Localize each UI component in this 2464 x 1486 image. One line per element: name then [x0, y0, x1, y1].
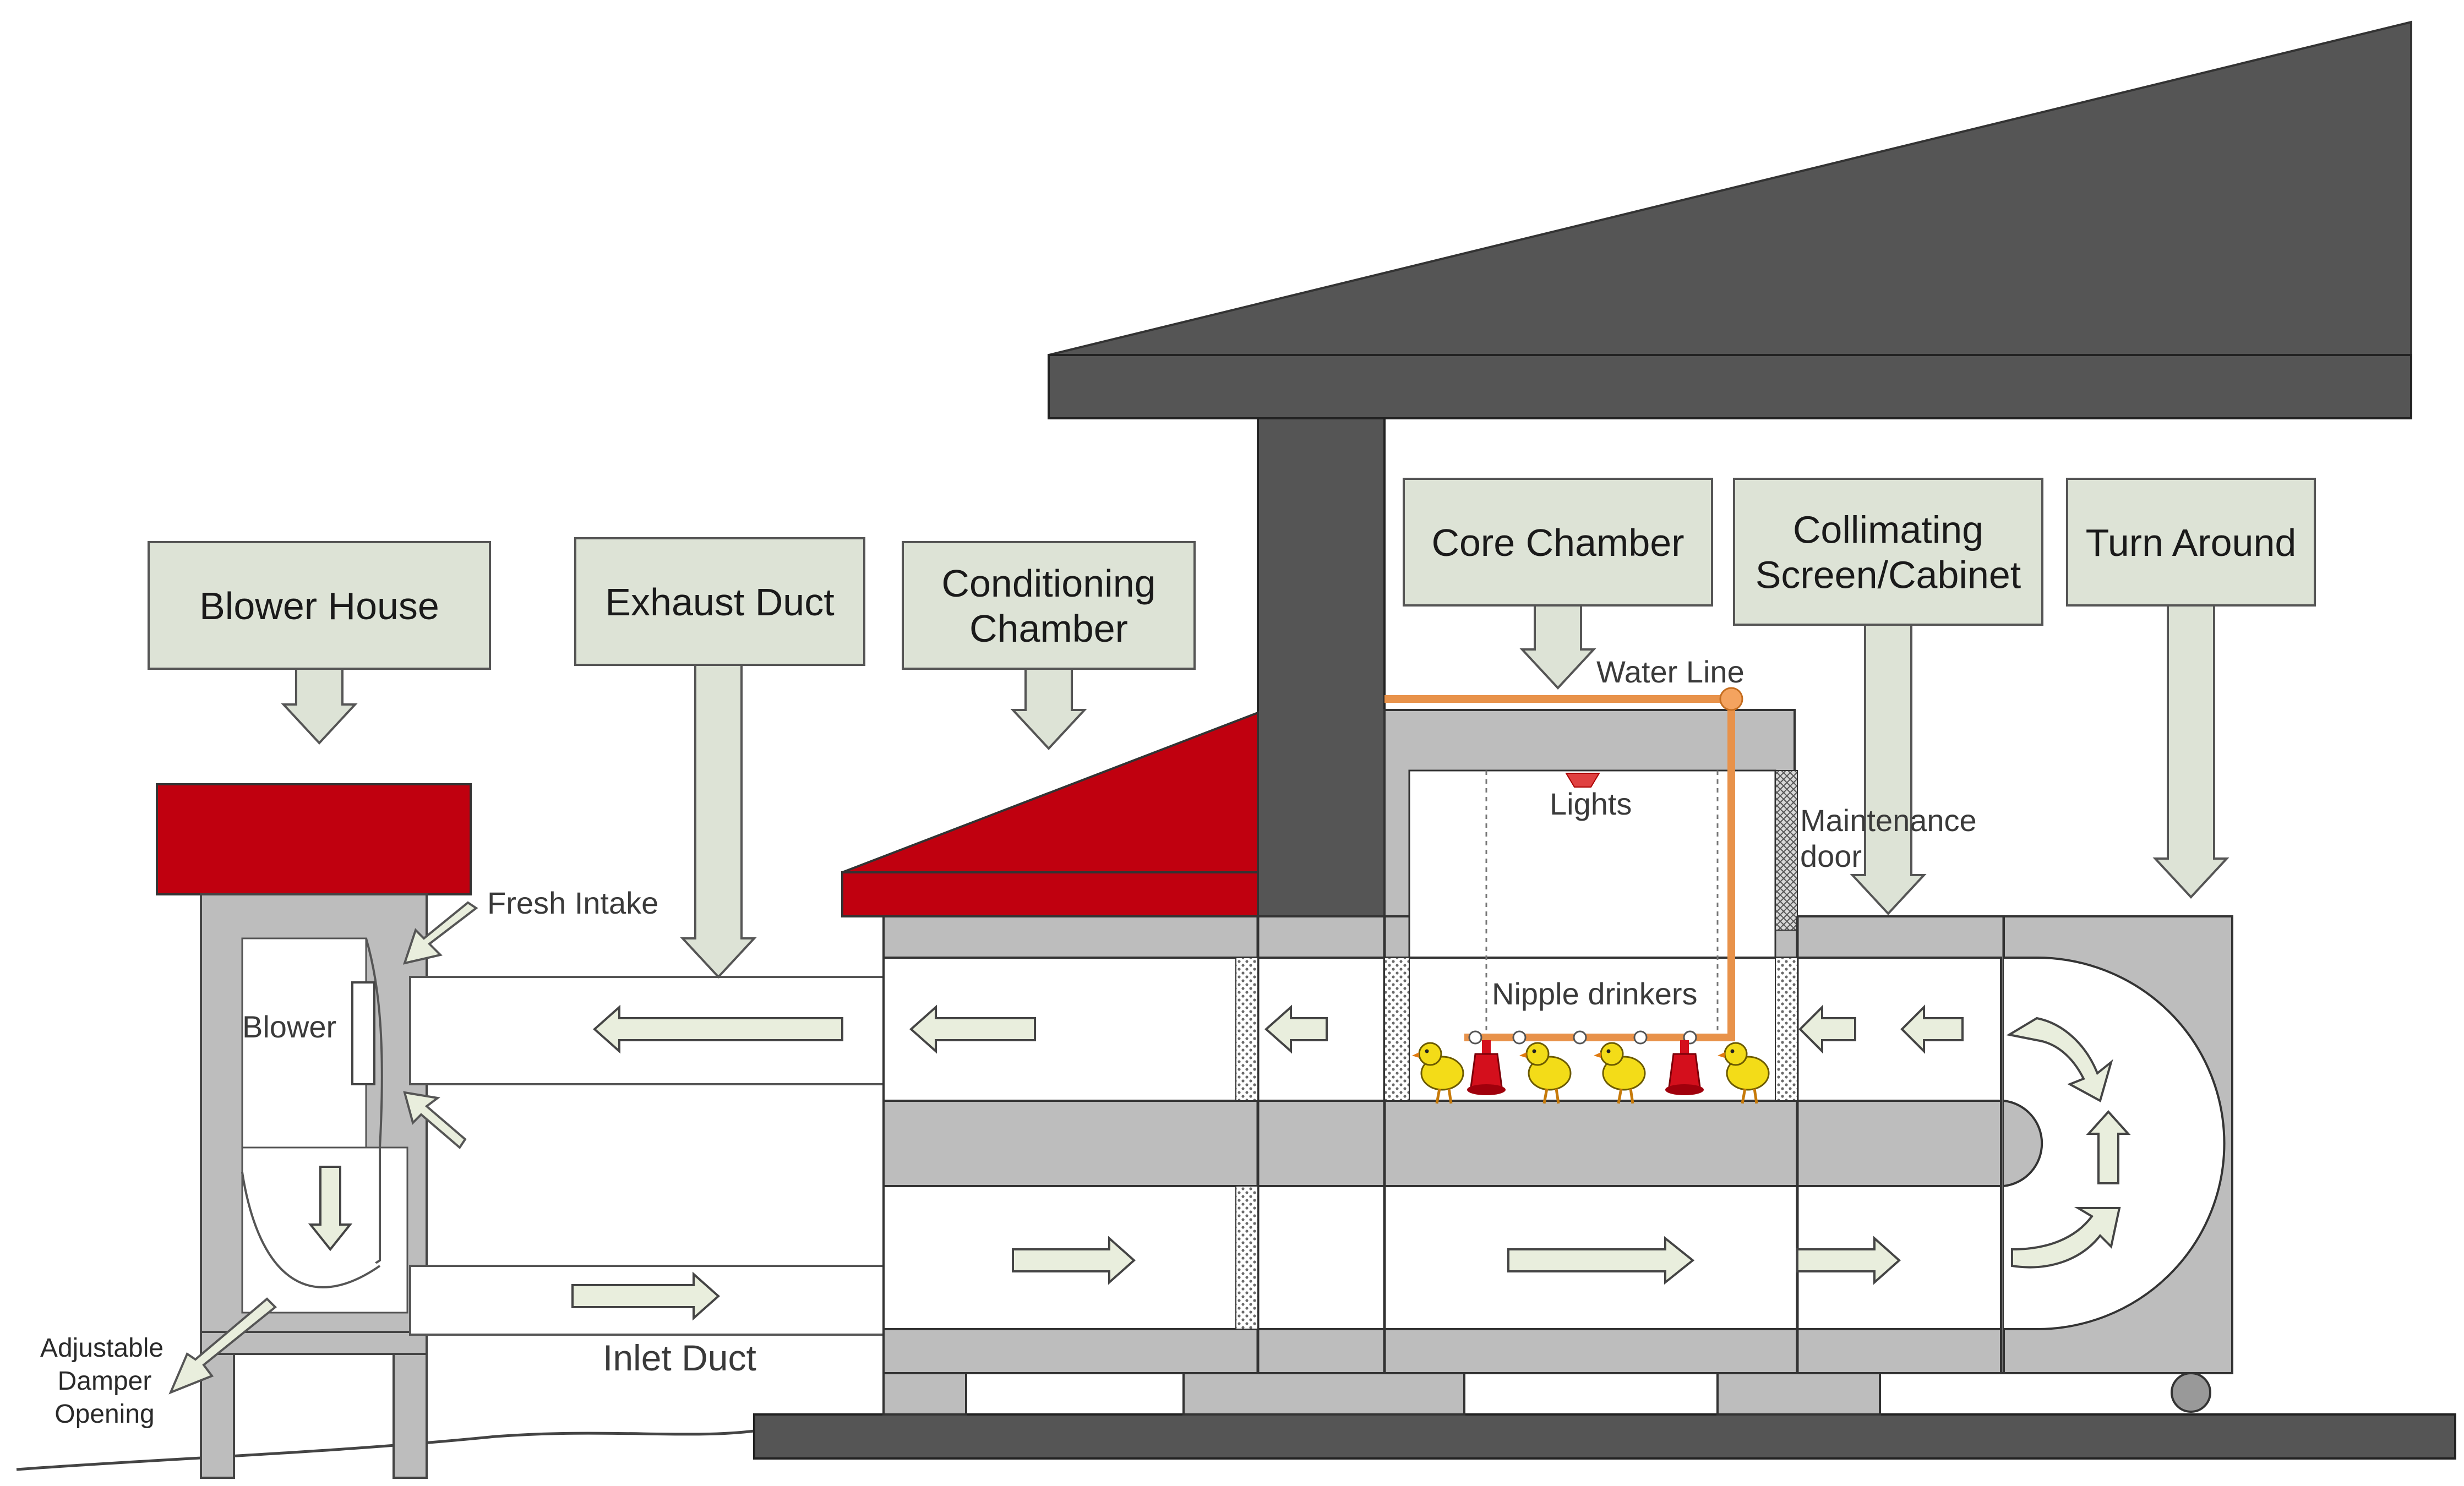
chick-icon-4 — [1718, 1042, 1770, 1104]
callout-exhaust-duct-text-1: Exhaust Duct — [605, 581, 834, 624]
callout-conditioning-chamber-text-1: Conditioning — [941, 562, 1155, 605]
blower-down-arrow — [308, 1166, 353, 1252]
nipple-node-4 — [1633, 1030, 1648, 1045]
footing-1 — [882, 1372, 967, 1416]
nipple-node-2 — [1512, 1030, 1527, 1045]
damper-label-1: Adjustable — [40, 1334, 163, 1363]
maintenance-door-mesh — [1775, 770, 1798, 931]
collimating-lower-arrow — [1796, 1236, 1901, 1285]
collimating-upper-arrow-1 — [1798, 1004, 1856, 1054]
bottom-strip — [882, 1328, 2002, 1374]
callout-turn-around-arrow — [2152, 604, 2229, 899]
turn-around-wheel — [2171, 1372, 2211, 1413]
screen-3-upper — [1775, 957, 1798, 1101]
chick-icon-1 — [1412, 1042, 1464, 1104]
nipple-node-1 — [1468, 1030, 1482, 1045]
callout-exhaust-duct: Exhaust Duct — [574, 537, 865, 979]
screen-1-upper — [1235, 957, 1258, 1101]
turn-around-up-arrow — [2086, 1110, 2131, 1184]
callout-turn-around: Turn Around — [2066, 478, 2316, 899]
blower-house-interior — [241, 937, 367, 1149]
turn-around-bottom-arrow — [2011, 1207, 2121, 1269]
fresh-intake-arrows — [402, 901, 478, 1149]
exhaust-duct-arrow — [592, 1004, 843, 1054]
blower-house-roof — [156, 783, 472, 895]
blower-house-leg-right — [393, 1347, 428, 1479]
callout-turn-around-box — [2066, 478, 2316, 607]
floor-slab — [753, 1413, 2456, 1460]
callout-conditioning-chamber-arrow — [1010, 668, 1087, 750]
lights-label: Lights — [1550, 786, 1632, 821]
callout-collimating-screen-cabinet-text-1: Collimating — [1793, 509, 1983, 551]
callout-blower-house-text-1: Blower House — [199, 584, 439, 627]
drinker-icon-1 — [1467, 1040, 1506, 1095]
conditioning-roof-base — [841, 871, 1259, 917]
callout-collimating-screen-cabinet-text-2: Screen/Cabinet — [1756, 554, 2021, 597]
callout-collimating-screen-cabinet-box — [1733, 478, 2043, 626]
collimating-upper-arrow-2 — [1900, 1004, 1964, 1054]
damper-exit-arrow — [168, 1297, 277, 1395]
callout-core-chamber-text-1: Core Chamber — [1431, 521, 1684, 564]
water-line-pipe — [1384, 695, 1735, 1041]
footing-3 — [1716, 1372, 1881, 1416]
fresh-intake-arrow-bottom — [403, 1091, 467, 1149]
light-fixture-icon — [1565, 773, 1600, 788]
inlet-duct-label: Inlet Duct — [603, 1337, 756, 1378]
exhaust-stack — [1257, 417, 1386, 917]
chick-icon-3 — [1594, 1042, 1646, 1104]
main-roof — [1048, 20, 2412, 356]
conditioning-upper-arrow — [909, 1004, 1036, 1054]
chicks-and-drinkers — [1412, 1040, 1770, 1104]
main-roof-eave — [1048, 354, 2412, 419]
callout-blower-house-arrow — [281, 668, 358, 745]
maintenance-door-label-2: door — [1800, 839, 1862, 873]
stack-upper-arrow — [1264, 1004, 1328, 1054]
fresh-intake-label: Fresh Intake — [487, 886, 658, 920]
water-line-joint — [1719, 687, 1743, 711]
screen-2-upper — [1384, 957, 1410, 1101]
turn-around-inner-curve — [2003, 1100, 2043, 1187]
callout-core-chamber-box — [1403, 478, 1713, 607]
maintenance-door-label-1: Maintenance — [1800, 803, 1977, 838]
core-chamber-window — [1408, 769, 1776, 959]
middle-divider — [882, 1100, 2002, 1187]
conditioning-lower-arrow — [1012, 1236, 1136, 1285]
callout-blower-house: Blower House — [148, 541, 491, 745]
blower-unit — [351, 981, 375, 1085]
chick-icon-2 — [1519, 1042, 1572, 1104]
turn-around-top-arrow — [2006, 1017, 2113, 1102]
ground-line — [16, 1429, 755, 1471]
blower-house-floor — [200, 1331, 428, 1355]
callout-conditioning-chamber-text-2: Chamber — [969, 607, 1128, 650]
inlet-duct-arrow — [571, 1271, 721, 1321]
drinker-icon-2 — [1665, 1040, 1704, 1095]
fresh-intake-arrow-top — [402, 901, 478, 965]
callout-collimating-screen-cabinet-arrow — [1850, 624, 1927, 915]
water-line-label: Water Line — [1596, 654, 1745, 689]
damper-label-2: Damper — [58, 1367, 152, 1396]
callout-core-chamber-arrow — [1519, 604, 1596, 690]
screen-1-lower — [1235, 1185, 1258, 1330]
airflow-arrows — [168, 1004, 2131, 1395]
footing-2 — [1182, 1372, 1465, 1416]
callout-turn-around-text-1: Turn Around — [2086, 521, 2297, 564]
callouts: Blower House Exhaust Duct ConditioningCham… — [148, 478, 2316, 979]
core-lower-arrow — [1507, 1236, 1695, 1285]
callout-exhaust-duct-box — [574, 537, 865, 666]
callout-exhaust-duct-arrow — [680, 664, 757, 979]
damper-label-3: Opening — [54, 1400, 154, 1429]
blower-label: Blower — [242, 1009, 336, 1044]
nipple-node-3 — [1573, 1030, 1587, 1045]
nipple-drinkers-label: Nipple drinkers — [1492, 976, 1698, 1011]
callout-core-chamber: Core Chamber — [1403, 478, 1713, 690]
damper-flap — [241, 1172, 381, 1288]
